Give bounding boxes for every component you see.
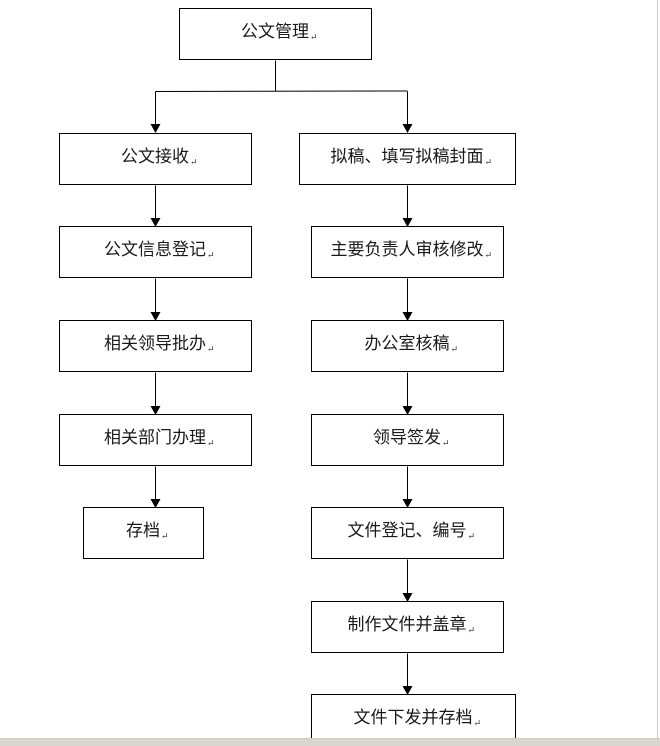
- draft-step-1-box: [299, 133, 516, 185]
- paragraph-mark-icon: ↵: [468, 626, 476, 636]
- draft-step-2-box: [311, 226, 504, 278]
- paragraph-mark-icon: ↵: [207, 345, 215, 355]
- receive-step-3-label: 相关领导批办: [104, 334, 206, 354]
- receive-step-4-label: 相关部门办理: [104, 428, 206, 448]
- receive-step-4-box: [59, 414, 252, 466]
- draft-step-1-label: 拟稿、填写拟稿封面: [331, 147, 484, 167]
- receive-step-5: 存档↵: [83, 507, 204, 559]
- paragraph-mark-icon: ↵: [161, 532, 169, 542]
- draft-step-2: 主要负责人审核修改↵: [311, 226, 504, 278]
- paragraph-mark-icon: ↵: [451, 345, 459, 355]
- node-layer: 公文管理↵公文接收↵公文信息登记↵相关领导批办↵相关部门办理↵存档↵拟稿、填写拟…: [59, 8, 516, 746]
- draft-step-3-label: 办公室核稿: [365, 334, 450, 354]
- receive-step-2: 公文信息登记↵: [59, 226, 252, 278]
- receive-step-1: 公文接收↵: [59, 133, 252, 185]
- receive-step-5-box: [83, 507, 204, 559]
- draft-step-6: 制作文件并盖章↵: [311, 601, 504, 653]
- root-node-box: [179, 8, 372, 60]
- draft-step-7-box: [311, 694, 516, 746]
- draft-step-6-label: 制作文件并盖章: [348, 615, 467, 635]
- draft-step-3-box: [311, 320, 504, 372]
- draft-step-4-label: 领导签发: [373, 428, 441, 448]
- status-bar: [0, 738, 660, 746]
- paragraph-mark-icon: ↵: [474, 719, 482, 729]
- draft-step-4-box: [311, 414, 504, 466]
- paragraph-mark-icon: ↵: [442, 439, 450, 449]
- receive-step-2-label: 公文信息登记: [104, 240, 206, 260]
- draft-step-5: 文件登记、编号↵: [311, 507, 504, 559]
- draft-step-2-label: 主要负责人审核修改: [331, 240, 484, 260]
- connector-layer: [150, 60, 413, 695]
- root-node: 公文管理↵: [179, 8, 372, 60]
- paragraph-mark-icon: ↵: [207, 251, 215, 261]
- draft-step-5-box: [311, 507, 504, 559]
- page-edge-line-right: [657, 0, 658, 746]
- draft-step-4: 领导签发↵: [311, 414, 504, 466]
- paragraph-mark-icon: ↵: [468, 532, 476, 542]
- root-node-label: 公文管理: [241, 22, 309, 42]
- paragraph-mark-icon: ↵: [190, 158, 198, 168]
- receive-step-3-box: [59, 320, 252, 372]
- receive-step-4: 相关部门办理↵: [59, 414, 252, 466]
- receive-step-3: 相关领导批办↵: [59, 320, 252, 372]
- paragraph-mark-icon: ↵: [485, 158, 493, 168]
- paragraph-mark-icon: ↵: [207, 439, 215, 449]
- fork-horizontal-line: [155, 90, 408, 92]
- receive-step-5-label: 存档: [126, 521, 160, 541]
- draft-step-7: 文件下发并存档↵: [311, 694, 516, 746]
- paragraph-mark-icon: ↵: [310, 33, 318, 43]
- draft-step-6-box: [311, 601, 504, 653]
- draft-step-5-label: 文件登记、编号: [348, 521, 467, 541]
- draft-step-1: 拟稿、填写拟稿封面↵: [299, 133, 516, 185]
- receive-step-1-box: [59, 133, 252, 185]
- receive-step-2-box: [59, 226, 252, 278]
- receive-step-1-label: 公文接收: [121, 147, 189, 167]
- draft-step-3: 办公室核稿↵: [311, 320, 504, 372]
- paragraph-mark-icon: ↵: [485, 251, 493, 261]
- draft-step-7-label: 文件下发并存档: [354, 708, 473, 728]
